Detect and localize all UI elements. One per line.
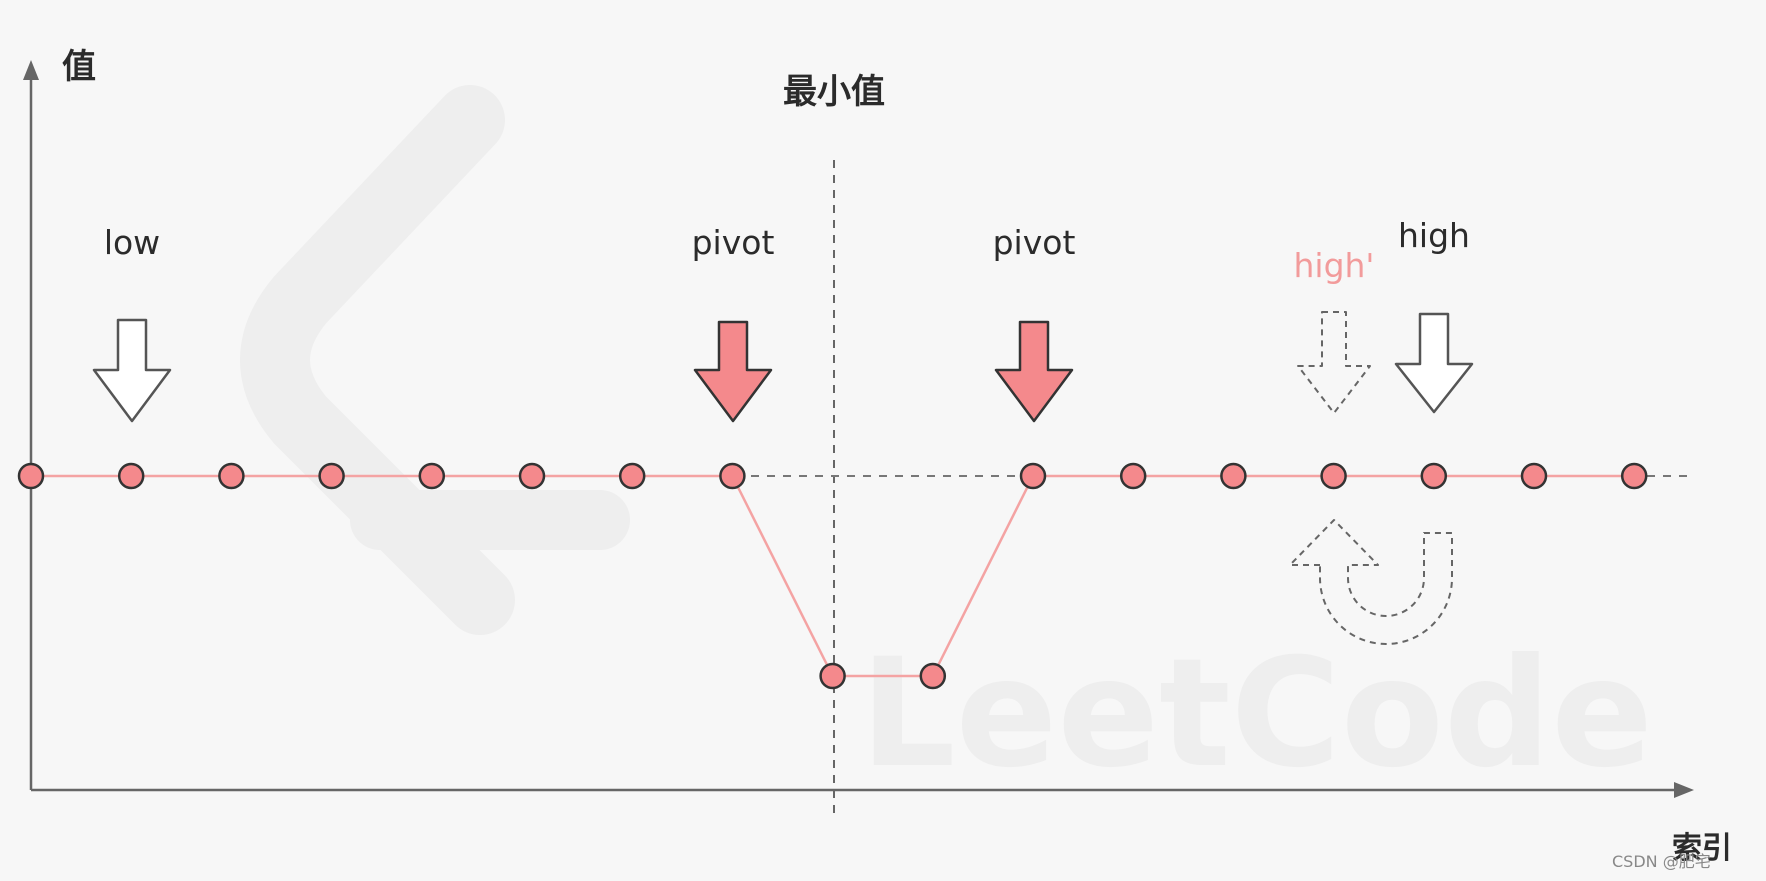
high-prime-label: high' <box>1293 246 1374 285</box>
data-point <box>218 462 245 490</box>
series-lines <box>31 474 1635 678</box>
leetcode-watermark: LeetCode <box>240 85 1653 801</box>
data-point <box>518 462 546 490</box>
pivot-right-label: pivot <box>993 223 1076 262</box>
watermark-logo-shape <box>240 85 515 635</box>
low-marker-outline-down-arrow-icon <box>92 318 172 423</box>
data-point <box>1520 462 1548 490</box>
data-point <box>1019 462 1047 490</box>
low-label: low <box>104 223 160 262</box>
x-axis-arrowhead <box>1674 782 1694 798</box>
high-outline-down-arrow-icon <box>1394 312 1474 414</box>
data-point <box>418 462 446 490</box>
data-point <box>318 462 345 490</box>
pivot-right-filled-down-arrow-icon <box>994 320 1074 423</box>
data-point <box>1420 462 1448 490</box>
high-label: high <box>1398 216 1470 255</box>
high-prime-dashed-down-arrow-icon <box>1297 311 1371 414</box>
move-high-dashed-u-turn-arrow-icon <box>1289 519 1453 645</box>
data-point <box>1620 462 1648 490</box>
watermark-brand: LeetCode <box>860 627 1653 801</box>
pivot-left-label: pivot <box>692 223 775 262</box>
minimum-label: 最小值 <box>783 72 885 112</box>
data-point <box>1220 462 1247 490</box>
y-axis-label: 值 <box>62 47 96 87</box>
y-axis-arrowhead <box>23 60 39 80</box>
data-point <box>919 662 947 690</box>
series-points <box>17 462 1648 690</box>
axes <box>23 60 1694 798</box>
data-point <box>117 462 145 490</box>
pivot-left-filled-down-arrow-icon <box>693 320 773 423</box>
data-point <box>1119 462 1147 490</box>
x-axis-label: 索引 <box>1672 831 1732 866</box>
data-point <box>618 462 646 490</box>
series-segment <box>731 475 834 677</box>
data-point <box>719 462 746 490</box>
data-point <box>17 462 45 490</box>
csdn-watermark: CSDN @肥宅 <box>1612 852 1711 871</box>
series-segment <box>931 475 1035 677</box>
data-point <box>1320 462 1347 490</box>
data-point <box>819 662 846 690</box>
